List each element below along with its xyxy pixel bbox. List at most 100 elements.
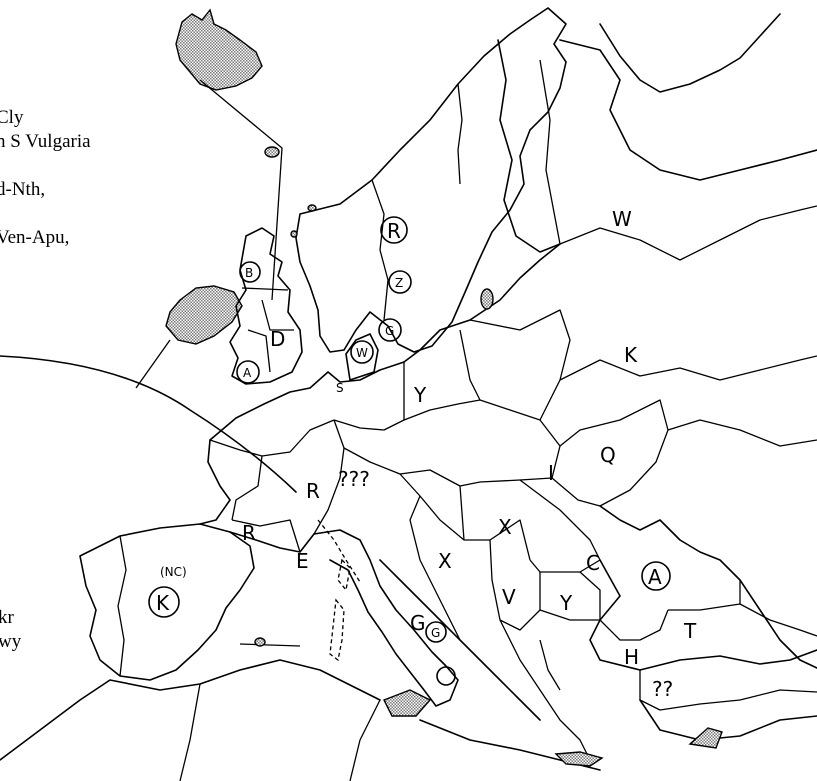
balearic-route xyxy=(239,643,301,647)
baltic-coast xyxy=(403,243,561,363)
hungary-interior xyxy=(459,485,465,541)
note-line: Ven-Apu, xyxy=(0,227,70,248)
italy-dashed-border xyxy=(317,519,361,583)
label-I-galicia: I xyxy=(548,461,554,485)
circle-B-scotland xyxy=(239,261,261,283)
france-border-north xyxy=(209,419,335,457)
italy-coast xyxy=(313,529,459,707)
trieste-border xyxy=(409,495,461,641)
syria-coast xyxy=(639,699,817,741)
label-H-constantinople: H xyxy=(624,645,639,669)
finland-coast xyxy=(497,39,561,253)
faroe-dot xyxy=(264,146,280,158)
ukraine-border xyxy=(551,399,669,507)
label-T-armenia: T xyxy=(683,619,697,643)
note-line: wy xyxy=(0,631,22,652)
label-X-trieste: X xyxy=(438,549,452,573)
label-K-spain: K xyxy=(156,591,170,615)
note-line xyxy=(0,202,91,226)
label-S-kiel: S xyxy=(336,381,344,395)
label-Y-bulgaria: Y xyxy=(559,591,573,615)
label-unknown-germany: ??? xyxy=(338,467,370,491)
serbia-border xyxy=(489,539,541,631)
england-inner-border xyxy=(261,299,294,331)
barents-coast xyxy=(559,39,817,181)
ankara-border xyxy=(668,603,817,637)
label-NC-spain: (NC) xyxy=(160,565,187,579)
small-island-2 xyxy=(290,230,298,238)
circle-K-spain xyxy=(148,586,180,618)
iceland-route-line xyxy=(199,79,283,301)
north-africa-coast xyxy=(0,659,381,761)
iberia-coast xyxy=(79,523,255,681)
label-G-apulia: G xyxy=(431,626,440,640)
white-sea-coast xyxy=(599,13,781,93)
note-line xyxy=(0,154,91,178)
label-G-sweden: G xyxy=(385,324,394,338)
circle-W-denmark xyxy=(350,340,374,364)
label-W-russia: W xyxy=(612,207,632,231)
finland-east-border xyxy=(539,59,561,245)
label-A-wales: A xyxy=(243,366,252,380)
label-B-scotland: B xyxy=(245,266,253,280)
moscow-border xyxy=(559,355,817,381)
sicily-island xyxy=(383,689,432,717)
sevastopol-border xyxy=(667,419,817,447)
note-line: d-Nth, xyxy=(0,179,46,200)
biscay-coast xyxy=(199,439,231,525)
label-W-denmark: W xyxy=(356,346,368,360)
continent-north-coast xyxy=(209,361,405,441)
livonia-border xyxy=(469,309,571,421)
balearic-dot xyxy=(254,637,266,647)
ireland-island xyxy=(165,285,243,345)
norway-sweden-border xyxy=(371,179,389,321)
greece-border xyxy=(499,619,591,761)
baltic-island xyxy=(480,288,494,310)
circle-R-scandinavia xyxy=(380,216,408,244)
label-Q-ukraine: Q xyxy=(600,443,616,467)
africa-border-1 xyxy=(179,683,201,781)
germany-south-border xyxy=(343,447,481,487)
label-R-france: R xyxy=(306,479,320,503)
note-line: Cly xyxy=(0,107,24,128)
label-D-england: D xyxy=(270,327,285,351)
circle-A-wales xyxy=(236,360,260,384)
wales-border xyxy=(247,329,271,373)
sweden-finland-border xyxy=(457,83,463,185)
label-R-spain: R xyxy=(242,521,256,545)
small-island-1 xyxy=(307,204,317,212)
circle-naples xyxy=(436,666,456,686)
circle-G-apulia xyxy=(425,621,447,643)
label-Z-norway: Z xyxy=(395,276,403,290)
france-south-coast xyxy=(229,531,315,553)
orders-notes-bottom: kr wy xyxy=(0,606,22,654)
label-K-russia: K xyxy=(624,343,638,367)
label-C-rumania: C xyxy=(586,551,600,575)
label-V-serbia: V xyxy=(502,585,516,609)
corsica-outline xyxy=(337,558,351,592)
circle-A-sevastopol xyxy=(641,561,671,591)
circle-Z-norway xyxy=(388,270,412,294)
label-Y-prussia: Y xyxy=(413,383,427,407)
label-unknown-syria: ?? xyxy=(652,677,673,701)
spain-portugal-border xyxy=(117,535,127,677)
north-atlantic-line xyxy=(135,339,171,389)
sardinia-outline xyxy=(329,598,345,662)
constantinople-border xyxy=(599,609,669,641)
note-line: kr xyxy=(0,607,14,628)
label-X-hungary: X xyxy=(498,515,512,539)
greece-inner xyxy=(539,639,561,691)
stp-border xyxy=(559,205,817,261)
orders-notes-top: Cly n S Vulgaria d-Nth, Ven-Apu, xyxy=(0,106,91,250)
cyprus-island xyxy=(688,727,723,749)
circle-G-sweden xyxy=(378,318,402,342)
black-sea-north-coast xyxy=(599,505,817,669)
label-G-naples: G xyxy=(410,611,426,635)
label-A-sevastopol: A xyxy=(648,565,662,589)
germany-north-border xyxy=(333,399,481,431)
france-interior xyxy=(231,455,263,521)
scotland-border xyxy=(241,287,289,291)
prussia-border xyxy=(403,329,481,420)
crete-island xyxy=(554,751,604,767)
